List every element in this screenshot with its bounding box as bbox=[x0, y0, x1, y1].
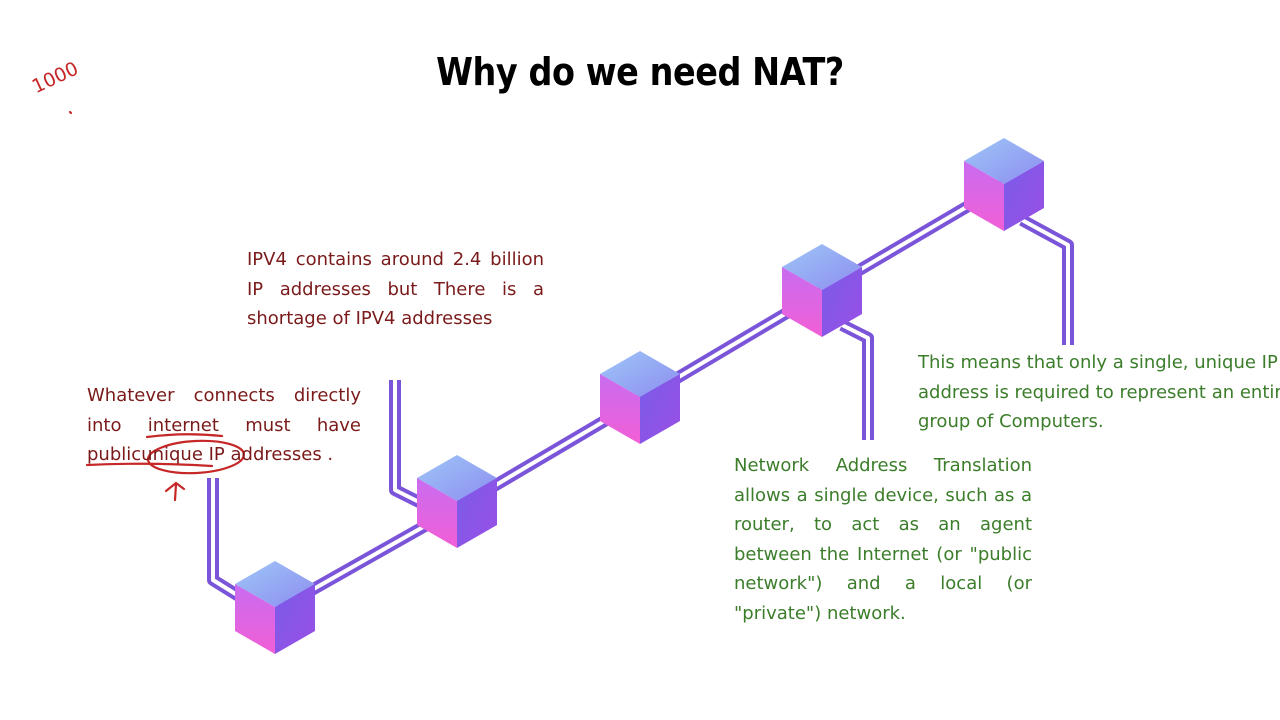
dot-annotation bbox=[68, 110, 73, 115]
underline-internet bbox=[145, 433, 224, 439]
cube-icon bbox=[782, 244, 862, 337]
note-public-ip: Whatever connects directly into internet… bbox=[87, 381, 361, 470]
cube-icon bbox=[964, 138, 1044, 231]
note-single-ip-line2: address is required to represent an enti… bbox=[918, 381, 1280, 403]
note-public-ip-internet: internet bbox=[147, 414, 219, 436]
note-ipv4-shortage: IPV4 contains around 2.4 billion IP addr… bbox=[247, 249, 544, 329]
note-single-ip: This means that only a single, unique IP… bbox=[918, 348, 1280, 437]
note-public-ip-unique: unique IP bbox=[141, 444, 225, 465]
note-nat-definition: Network Address Translation allows a sin… bbox=[734, 455, 1032, 624]
pipe-rise-5 bbox=[1019, 214, 1074, 345]
note-single-ip-line1: This means that only a single, unique IP bbox=[918, 352, 1278, 373]
pipe-drop-1 bbox=[207, 478, 246, 604]
note-public-ip-line3: addresses . bbox=[230, 444, 334, 465]
note-public-ip-line2: must have public bbox=[87, 414, 361, 466]
cube-icon bbox=[235, 561, 315, 654]
cube-icon bbox=[600, 351, 680, 444]
pen-marks bbox=[68, 110, 246, 502]
note-single-ip-line3: group of Computers. bbox=[918, 411, 1104, 432]
arrow-up bbox=[164, 481, 186, 502]
circle-unique-ip bbox=[146, 439, 246, 475]
pipe-rise-4 bbox=[839, 319, 874, 440]
cube-icon bbox=[417, 455, 497, 548]
slide-title: Why do we need NAT? bbox=[436, 50, 844, 94]
note-public-ip-line1: Whatever connects directly into bbox=[87, 385, 361, 436]
